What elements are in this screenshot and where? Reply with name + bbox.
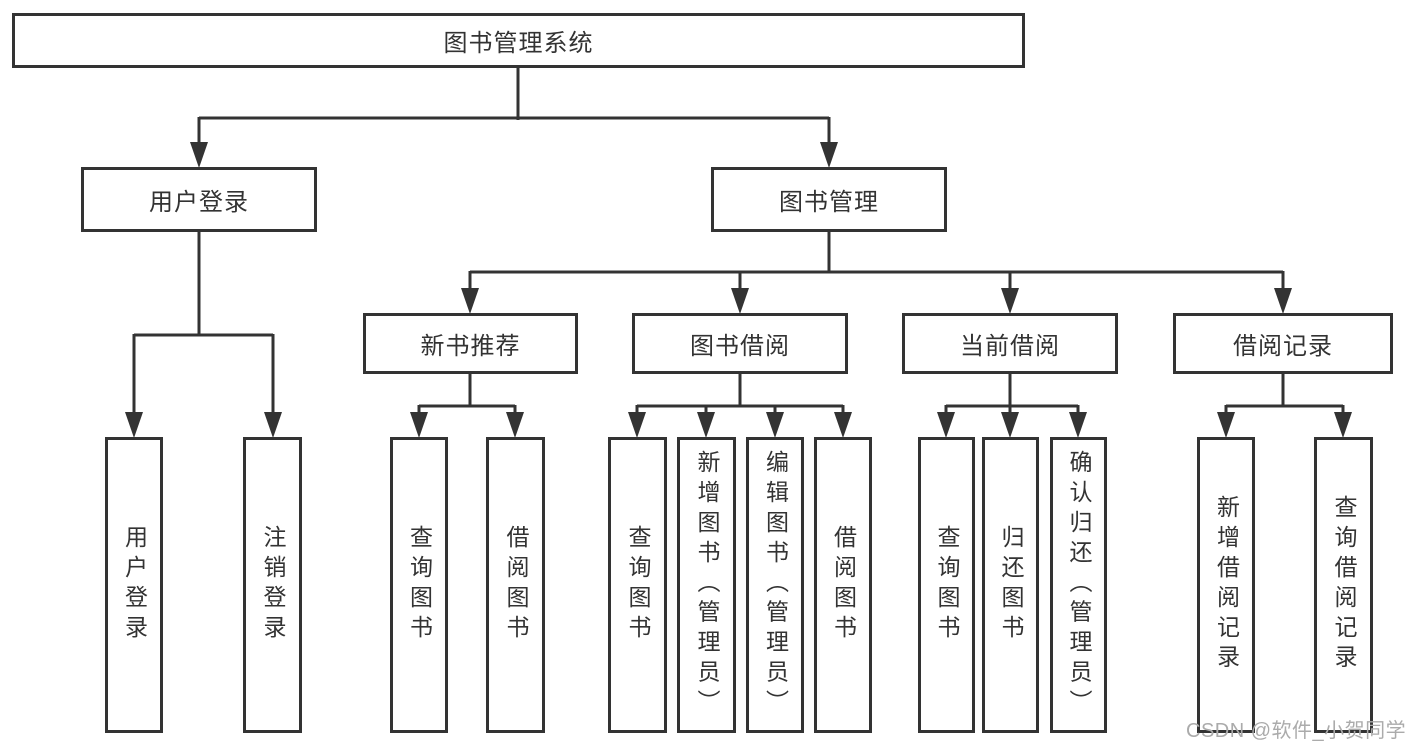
- connector-path: [132, 68, 1345, 416]
- arrowheads: [125, 142, 1352, 438]
- node-library-management-system: 图书管理系统: [12, 13, 1025, 68]
- node-leaf-query-books-2: 查询图书: [608, 437, 667, 733]
- node-leaf-edit-books-admin: 编辑图书（管理员）: [746, 437, 804, 733]
- node-leaf-query-books-3: 查询图书: [918, 437, 975, 733]
- node-book-borrowing: 图书借阅: [632, 313, 848, 374]
- node-leaf-logout: 注销登录: [243, 437, 302, 733]
- node-leaf-return-books: 归还图书: [982, 437, 1039, 733]
- node-leaf-user-login: 用户登录: [105, 437, 163, 733]
- node-user-login: 用户登录: [81, 167, 317, 232]
- node-current-borrowing: 当前借阅: [902, 313, 1118, 374]
- node-leaf-query-books-1: 查询图书: [390, 437, 448, 733]
- node-leaf-borrow-books-1: 借阅图书: [486, 437, 545, 733]
- csdn-watermark: CSDN @软件_小贺同学: [1186, 720, 1405, 742]
- node-leaf-borrow-books-2: 借阅图书: [814, 437, 872, 733]
- node-leaf-add-books-admin: 新增图书（管理员）: [677, 437, 736, 733]
- node-new-book-recommend: 新书推荐: [363, 313, 578, 374]
- node-leaf-add-borrow-record: 新增借阅记录: [1197, 437, 1255, 733]
- node-borrow-records: 借阅记录: [1173, 313, 1393, 374]
- node-leaf-query-borrow-record: 查询借阅记录: [1314, 437, 1373, 733]
- node-leaf-confirm-return-admin: 确认归还（管理员）: [1050, 437, 1107, 733]
- node-book-management: 图书管理: [711, 167, 947, 232]
